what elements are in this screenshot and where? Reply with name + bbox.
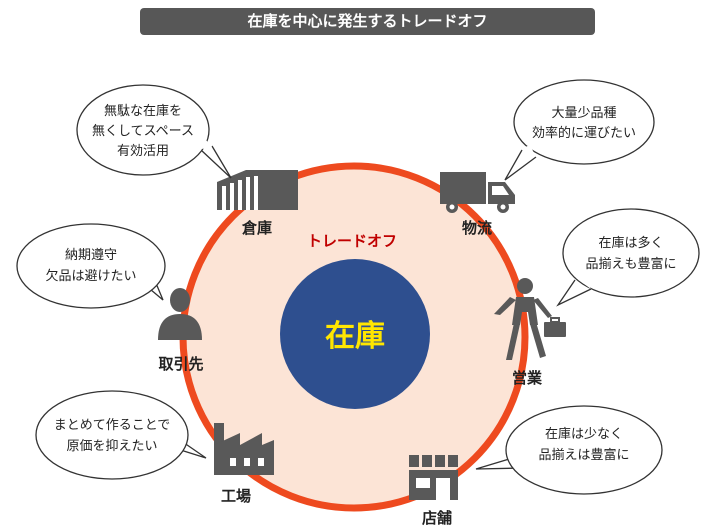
factory-bubble-line-1: まとめて作ることで	[54, 418, 171, 433]
warehouse-bubble-line-1: 無駄な在庫を	[104, 104, 182, 119]
store-icon	[409, 455, 458, 500]
page-title: 在庫を中心に発生するトレードオフ	[140, 8, 595, 35]
sales-label: 営業	[512, 369, 543, 387]
store-bubble-line-2: 品揃えは豊富に	[538, 447, 629, 463]
sales-bubble-line-2: 品揃えも豊富に	[585, 256, 676, 272]
warehouse-speech-bubble: 無駄な在庫を 無くしてスペース 有効活用	[76, 84, 232, 179]
person-icon	[158, 288, 202, 340]
businessman-icon	[494, 278, 566, 360]
store-label: 店舗	[422, 509, 452, 527]
sales-speech-bubble: 在庫は多く 品揃えも豊富に	[556, 208, 700, 307]
client-bubble-line-2: 欠品は避けたい	[45, 268, 136, 284]
inventory-circle	[280, 259, 430, 409]
logistics-label: 物流	[462, 219, 492, 237]
logistics-bubble-line-1: 大量少品種	[551, 105, 616, 121]
client-bubble-line-1: 納期遵守	[65, 247, 117, 263]
truck-icon	[440, 172, 515, 213]
factory-icon	[214, 423, 274, 475]
warehouse-icon	[217, 170, 298, 210]
sales-bubble-line-1: 在庫は多く	[598, 235, 663, 251]
client-speech-bubble: 納期遵守 欠品は避けたい	[16, 223, 166, 309]
warehouse-bubble-line-3: 有効活用	[117, 144, 169, 159]
store-speech-bubble: 在庫は少なく 品揃えは豊富に	[475, 405, 663, 495]
client-label: 取引先	[158, 355, 203, 373]
logistics-speech-bubble: 大量少品種 効率的に運びたい	[504, 79, 655, 181]
factory-speech-bubble: まとめて作ることで 原価を抑えたい	[35, 390, 207, 480]
warehouse-bubble-line-2: 無くしてスペース	[92, 124, 194, 139]
factory-bubble-line-2: 原価を抑えたい	[66, 439, 157, 454]
inventory-label: 在庫	[325, 319, 385, 354]
logistics-bubble-line-2: 効率的に運びたい	[532, 125, 636, 141]
tradeoff-label: トレードオフ	[307, 232, 397, 250]
factory-label: 工場	[221, 487, 251, 505]
warehouse-label: 倉庫	[241, 219, 272, 237]
store-bubble-line-1: 在庫は少なく	[545, 427, 623, 442]
